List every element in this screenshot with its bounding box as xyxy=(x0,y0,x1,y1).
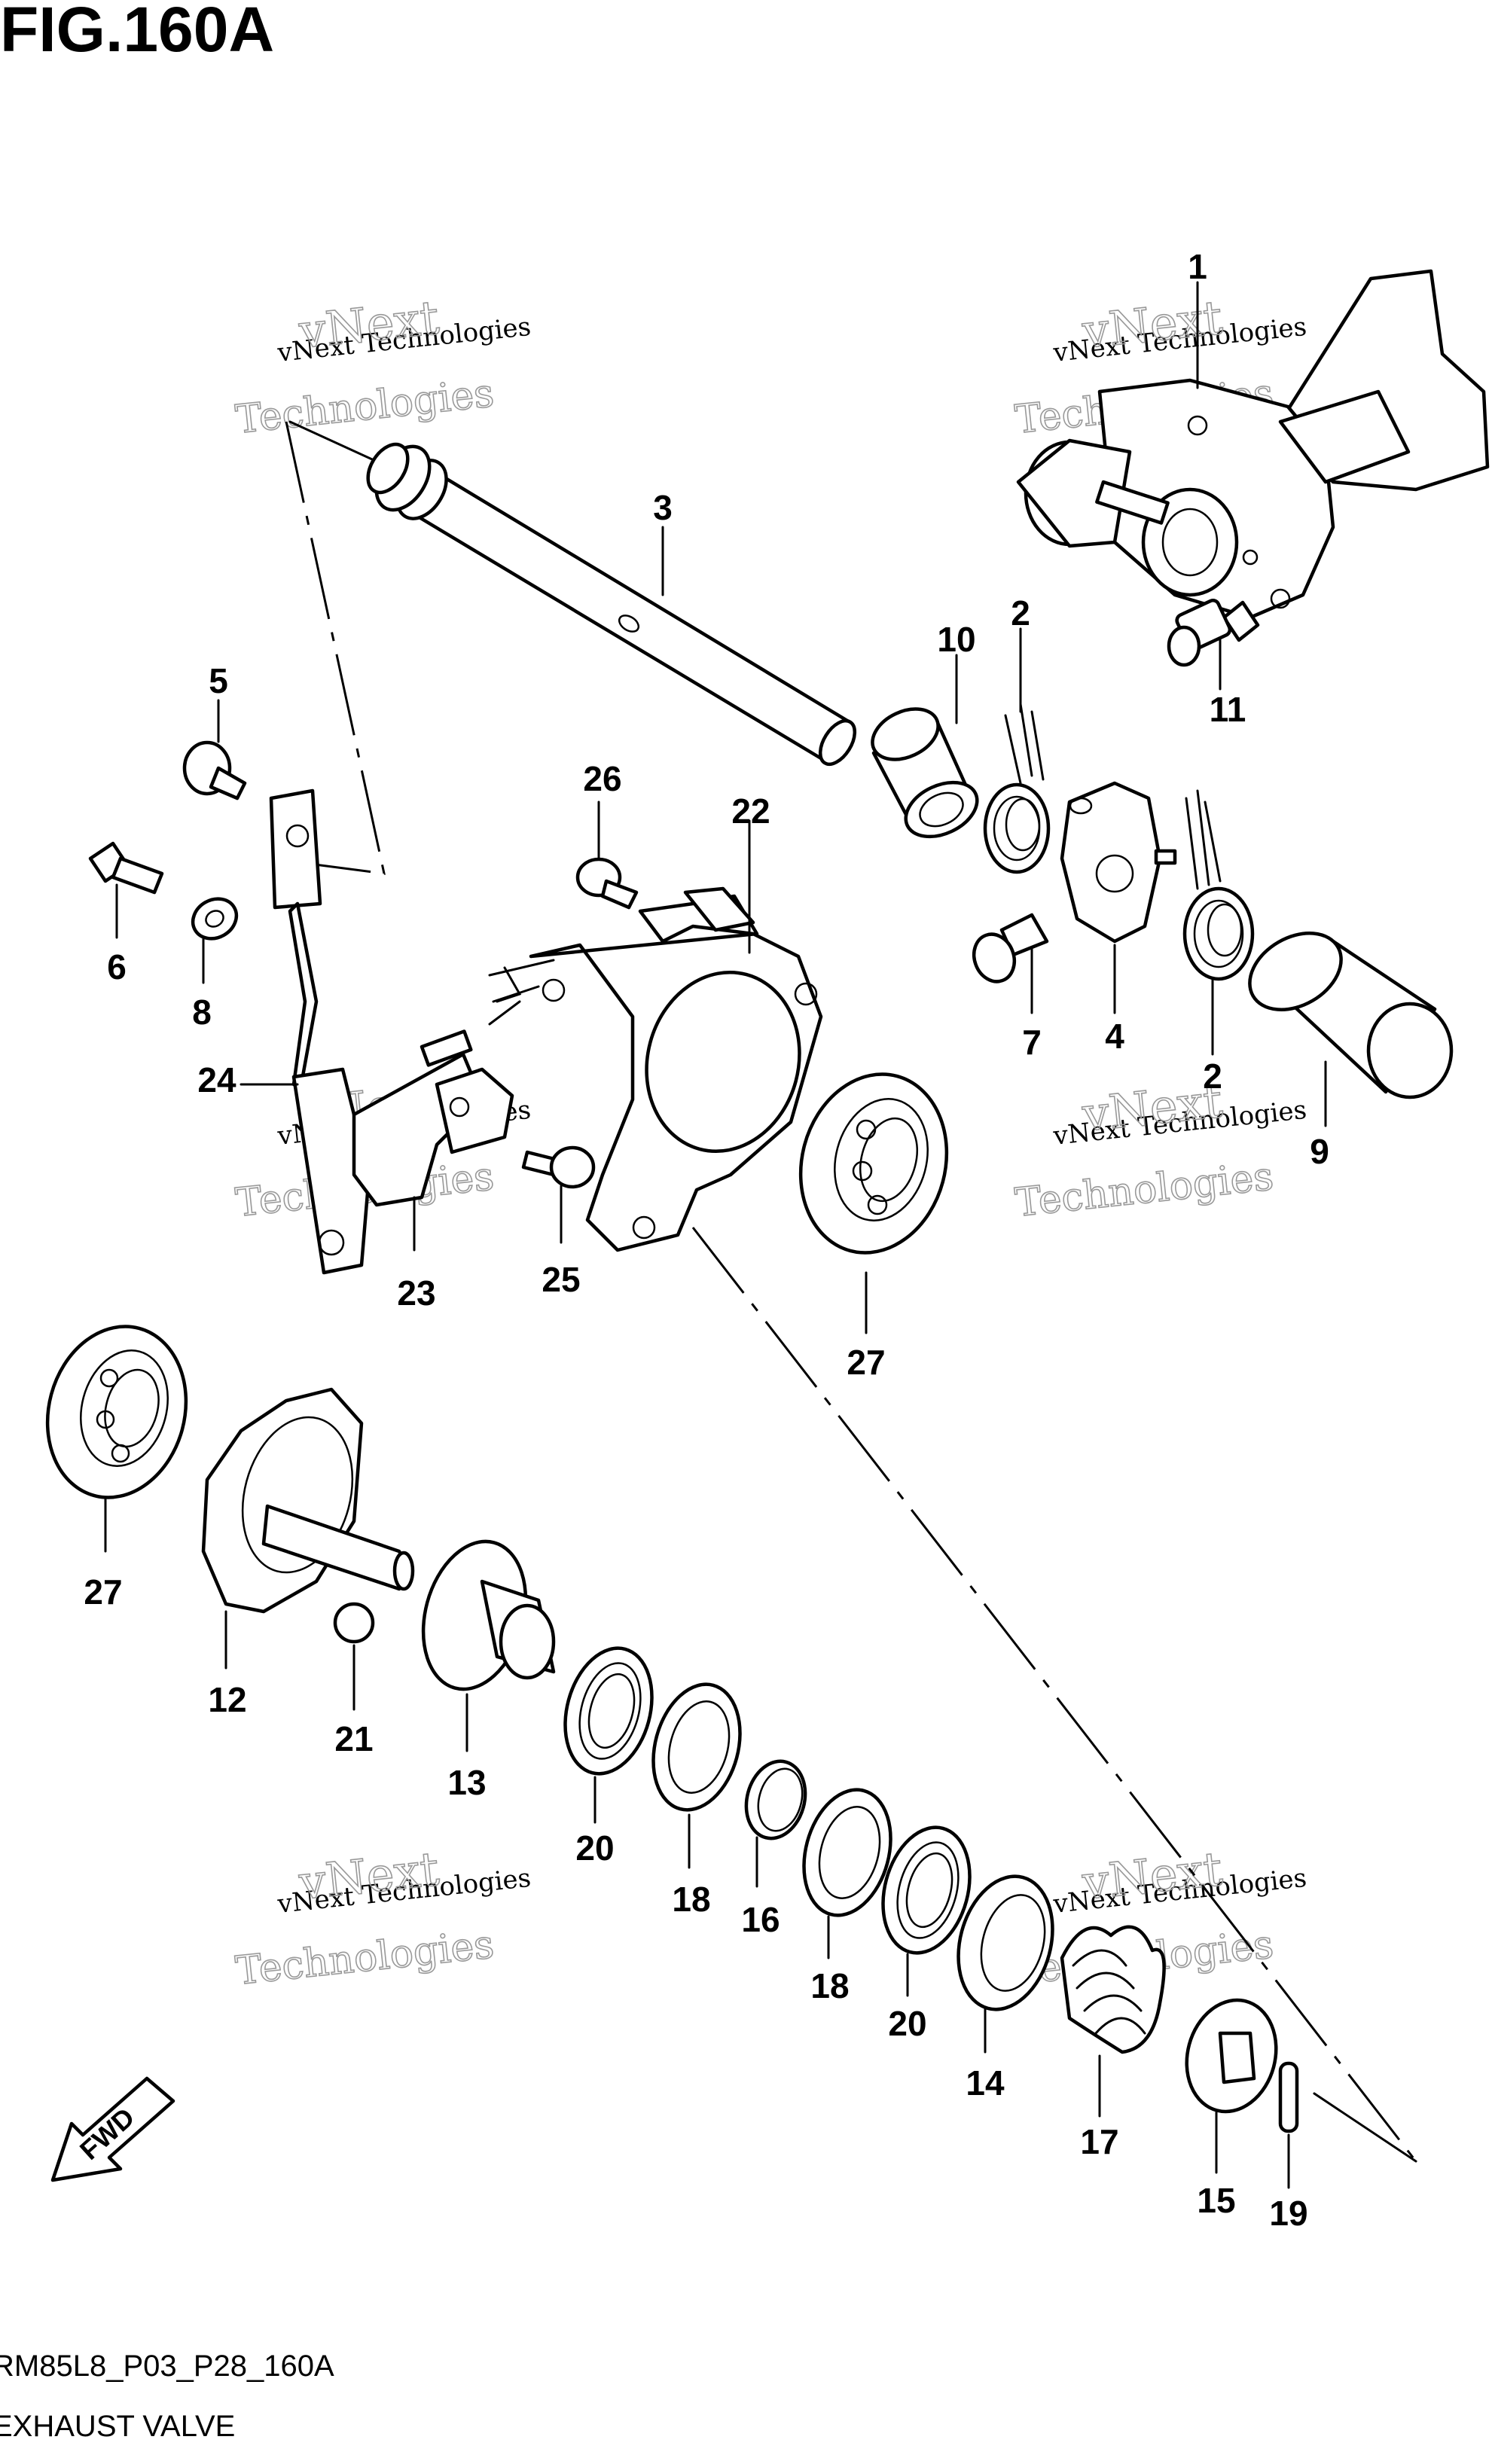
figure-caption: EXHAUST VALVE xyxy=(0,2410,235,2443)
part-5-bolt xyxy=(182,740,247,800)
part-4-lever xyxy=(1060,781,1177,944)
callout-2-upper: 2 xyxy=(1011,593,1030,633)
callout-1: 1 xyxy=(1188,247,1207,286)
callout-13: 13 xyxy=(447,1763,486,1802)
part-2-spring-lower xyxy=(1182,789,1255,981)
part-11-bolt xyxy=(1167,599,1260,667)
part-18-washer-upper xyxy=(651,1682,742,1812)
part-10-collar xyxy=(871,707,979,839)
part-27-bearing-right xyxy=(798,1072,949,1255)
part-8-washer xyxy=(191,897,239,941)
callout-17: 17 xyxy=(1080,2122,1118,2161)
callout-16: 16 xyxy=(741,1900,780,1939)
part-19-pin xyxy=(1278,2061,1299,2133)
part-15-retainer xyxy=(1185,1998,1278,2114)
part-9-sleeve xyxy=(1248,932,1454,1099)
callout-5: 5 xyxy=(209,661,228,700)
callout-15: 15 xyxy=(1197,2181,1235,2220)
part-20-needle-bearing-lower xyxy=(881,1825,972,1955)
part-2-spring-upper xyxy=(983,703,1051,874)
part-23-bracket xyxy=(352,1029,514,1207)
callout-12: 12 xyxy=(208,1680,246,1719)
svg-text:Technologies: Technologies xyxy=(233,1922,496,1994)
callout-20-upper: 20 xyxy=(575,1828,614,1868)
part-14-spring-seat xyxy=(957,1874,1054,2011)
callout-26: 26 xyxy=(583,759,621,798)
part-25-screw xyxy=(521,1145,596,1189)
part-26-screw xyxy=(575,857,639,910)
figure-code: RM85L8_P03_P28_160A xyxy=(0,2350,334,2383)
callout-18-upper: 18 xyxy=(672,1880,710,1919)
callout-20-lower: 20 xyxy=(888,2004,926,2043)
callout-7: 7 xyxy=(1022,1023,1042,1062)
part-7-bolt xyxy=(972,913,1049,983)
callout-6: 6 xyxy=(107,947,127,987)
fwd-arrow-icon: FWD xyxy=(50,2076,175,2182)
part-16-ring xyxy=(744,1759,807,1840)
leader-lines xyxy=(104,281,1327,2189)
callout-8: 8 xyxy=(192,993,212,1032)
part-17-coil-spring xyxy=(1060,1925,1166,2054)
callout-10: 10 xyxy=(937,620,975,659)
part-24-link-rod xyxy=(269,788,371,1275)
part-13-sleeve xyxy=(421,1539,556,1691)
callout-14: 14 xyxy=(966,2063,1005,2103)
svg-text:Technologies: Technologies xyxy=(233,371,496,443)
callout-22: 22 xyxy=(731,791,770,831)
svg-text:Technologies: Technologies xyxy=(1013,1154,1276,1226)
part-6-bolt xyxy=(88,841,164,895)
callout-9: 9 xyxy=(1310,1132,1329,1171)
callout-2-lower: 2 xyxy=(1203,1057,1222,1096)
part-1-exhaust-valve xyxy=(1016,269,1490,620)
callout-27-right: 27 xyxy=(847,1343,885,1382)
callout-3: 3 xyxy=(653,488,673,527)
callout-19: 19 xyxy=(1269,2194,1307,2233)
part-3-shaft xyxy=(366,442,857,767)
part-18-washer-lower xyxy=(802,1788,892,1917)
callout-25: 25 xyxy=(542,1260,580,1299)
part-20-needle-bearing-upper xyxy=(563,1646,654,1776)
callout-numbers: 1 3 10 2 11 5 26 22 6 8 7 4 2 9 24 23 25… xyxy=(84,247,1329,2233)
callout-21: 21 xyxy=(334,1719,373,1758)
part-21-ball xyxy=(333,1602,375,1644)
figure-title: FIG.160A xyxy=(0,0,274,65)
callout-18-lower: 18 xyxy=(810,1966,849,2005)
callout-27-left: 27 xyxy=(84,1572,122,1612)
callout-24: 24 xyxy=(197,1060,236,1099)
part-27-bearing-left xyxy=(45,1325,188,1499)
callout-11: 11 xyxy=(1210,690,1246,729)
assembly-axis-lines xyxy=(285,420,1417,2163)
callout-4: 4 xyxy=(1105,1017,1124,1056)
callout-23: 23 xyxy=(397,1273,435,1313)
part-12-gear xyxy=(201,1387,415,1614)
part-22-housing xyxy=(488,886,823,1252)
